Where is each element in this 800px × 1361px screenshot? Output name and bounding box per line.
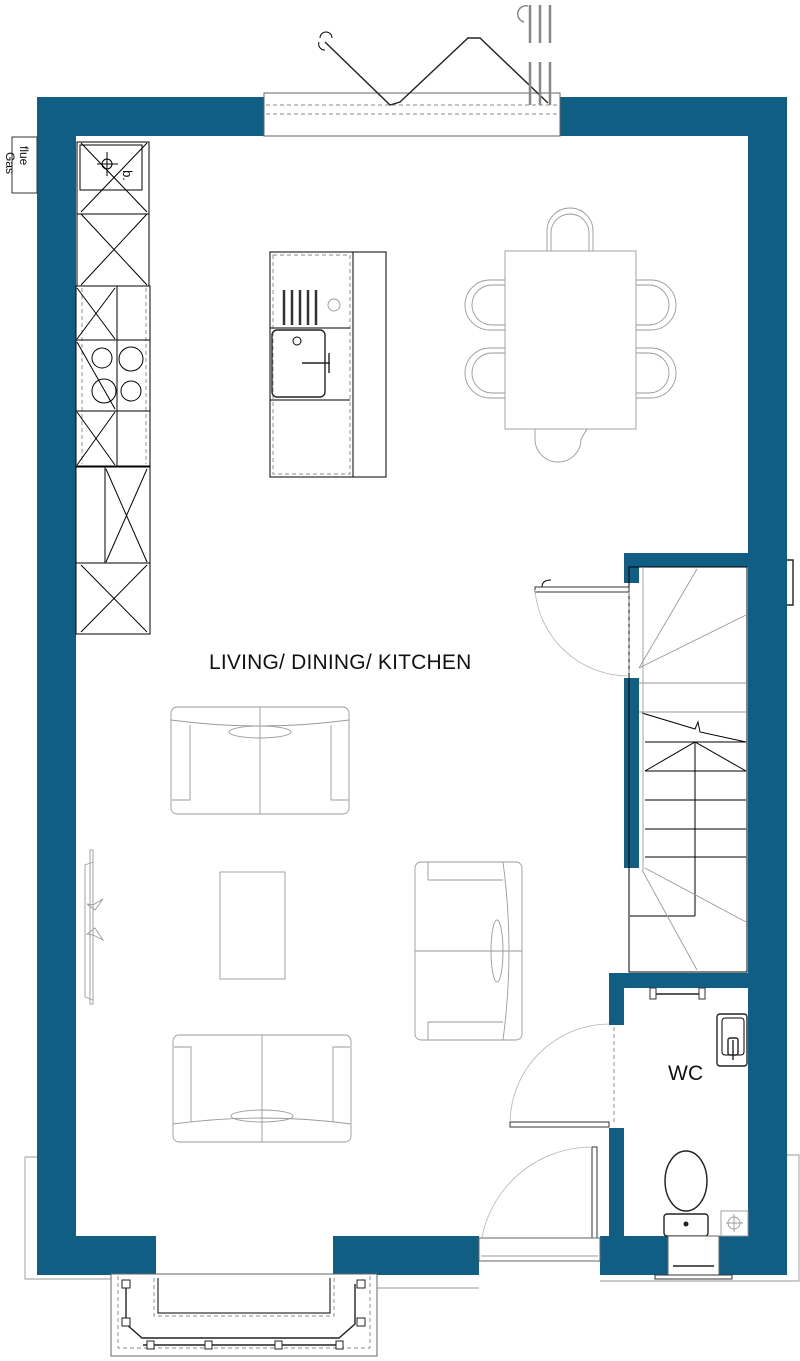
dining-table (464, 207, 677, 463)
front-door (478, 1146, 601, 1262)
hob-ring (120, 380, 142, 402)
external-walls (37, 97, 787, 1275)
wc-fixtures (649, 987, 749, 1280)
room-label-living-dining-kitchen: LIVING/ DINING/ KITCHEN (209, 651, 472, 674)
boiler-label: b. (119, 170, 135, 181)
hob-ring (91, 378, 117, 404)
bay-window (24, 1154, 800, 1357)
hob-ring (91, 347, 113, 369)
coffee-table (219, 871, 286, 980)
flue-label: flue (17, 146, 31, 166)
hob-ring (118, 346, 144, 372)
room-label-wc: WC (668, 1062, 704, 1085)
flue-gas-box (11, 136, 38, 194)
cupboard-door (534, 579, 630, 677)
internal-walls (609, 553, 749, 1258)
gas-label: Gas (3, 152, 17, 175)
wc-door (509, 1023, 615, 1128)
kitchen-island (269, 251, 387, 478)
sofa-right (414, 861, 523, 1041)
staircase (628, 566, 748, 973)
radiator (787, 559, 794, 606)
kitchen-units (75, 141, 151, 635)
sofa-top (170, 706, 350, 815)
bifold-doors (263, 5, 561, 137)
sofa-bottom (172, 1034, 352, 1143)
tv-unit (84, 849, 105, 1005)
